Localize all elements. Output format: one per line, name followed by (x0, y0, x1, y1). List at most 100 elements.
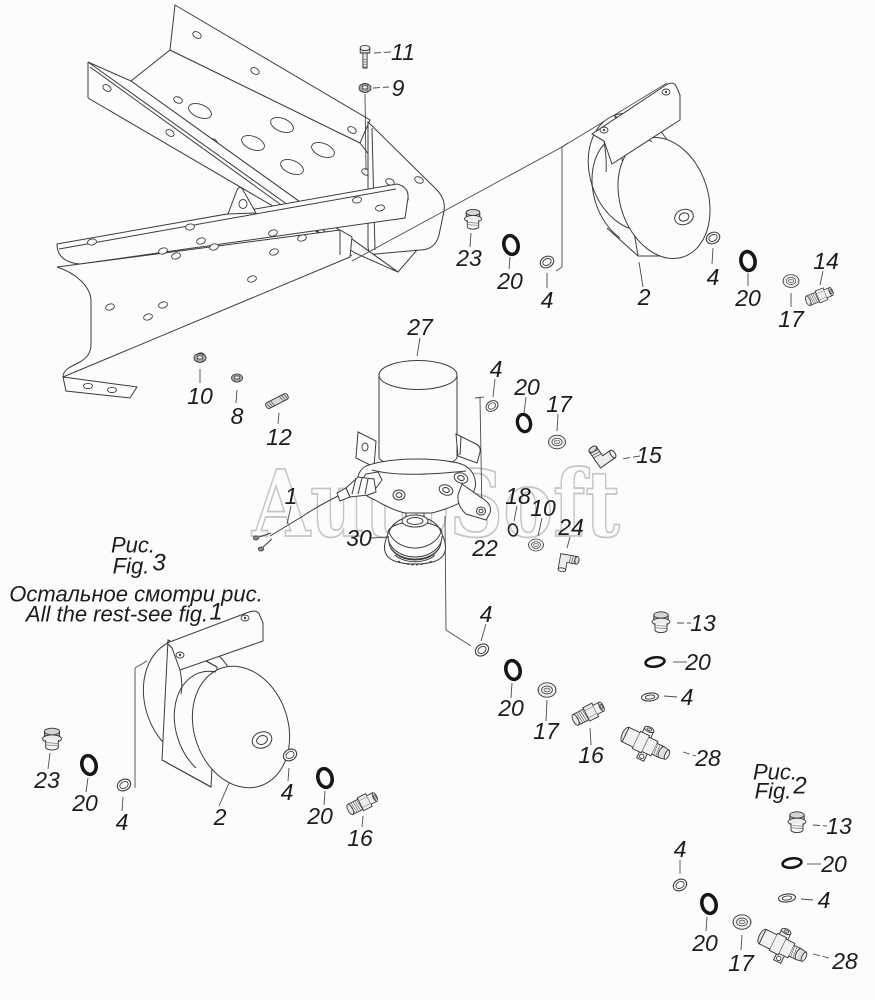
part-label-20: 20 (496, 268, 523, 294)
part-label-4: 4 (541, 287, 554, 313)
part-label-2: 2 (637, 284, 651, 310)
part-label-28: 28 (831, 948, 858, 974)
part-label-16: 16 (578, 742, 604, 768)
washer-icon (777, 892, 797, 904)
part-label-14: 14 (813, 248, 839, 274)
construction-lines (134, 82, 668, 788)
oring-icon (780, 855, 804, 871)
part-label-17: 17 (533, 718, 560, 744)
part-label-12: 12 (266, 424, 292, 450)
part-label-17: 17 (546, 391, 573, 417)
nut-icon (782, 274, 800, 288)
fig2-number: 2 (792, 773, 806, 800)
washer-icon (670, 876, 690, 894)
elbow-fitting-icon (557, 553, 581, 575)
part-label-4: 4 (818, 887, 831, 913)
oring-icon (313, 765, 337, 791)
air-dryer-drawing (252, 360, 491, 566)
part-label-20: 20 (497, 695, 524, 721)
stud-icon (264, 392, 290, 410)
lower-channel-bracket-drawing (56, 183, 409, 399)
part-label-30: 30 (346, 525, 372, 551)
part-label-4: 4 (490, 356, 503, 382)
part-label-4: 4 (681, 684, 694, 710)
oring-icon (697, 891, 721, 917)
oring-icon (737, 248, 759, 274)
part-label-10: 10 (187, 383, 213, 409)
note-en: All the rest-see fig. (24, 602, 208, 627)
part-label-17: 17 (778, 306, 805, 332)
oring-icon (643, 654, 667, 670)
fig3-number: 3 (152, 550, 166, 577)
part-label-20: 20 (513, 374, 540, 400)
washer-icon (528, 538, 544, 552)
nut-icon (548, 434, 566, 450)
part-label-17: 17 (728, 950, 755, 976)
part-label-1: 1 (285, 483, 298, 509)
nut-icon (732, 914, 752, 930)
oring-icon (501, 657, 525, 683)
part-label-13: 13 (690, 610, 716, 636)
part-label-20: 20 (691, 930, 718, 956)
nut-icon (231, 373, 243, 383)
note-number: 1 (209, 599, 222, 626)
washer-icon (640, 691, 660, 703)
part-label-13: 13 (826, 813, 852, 839)
fitting-icon (569, 698, 608, 729)
oring-icon (513, 411, 535, 435)
washer-icon (483, 397, 501, 415)
part-label-20: 20 (306, 803, 333, 829)
reservoir-top-drawing (587, 82, 711, 260)
leader-lines (47, 51, 830, 959)
washer-icon (537, 253, 557, 271)
washer-icon (472, 640, 492, 660)
part-label-11: 11 (391, 39, 415, 65)
part-label-28: 28 (694, 745, 721, 771)
washer-icon (114, 776, 134, 794)
nut-icon (358, 83, 372, 93)
part-label-23: 23 (33, 767, 60, 793)
nut-icon (537, 682, 557, 698)
part-label-27: 27 (406, 314, 434, 340)
plug-icon (42, 727, 62, 751)
fig2-label-en: Fig. (755, 779, 792, 804)
part-label-4: 4 (674, 836, 687, 862)
part-label-10: 10 (530, 495, 556, 521)
plug-icon (651, 611, 671, 634)
part-label-4: 4 (707, 264, 720, 290)
plug-icon (464, 208, 482, 230)
fig3-label-en: Fig. (113, 554, 150, 579)
part-label-8: 8 (231, 403, 244, 429)
part-label-20: 20 (684, 649, 711, 675)
part-label-4: 4 (281, 779, 294, 805)
bolt-icon (359, 44, 371, 69)
part-label-4: 4 (480, 601, 493, 627)
drain-valve-icon (752, 918, 814, 973)
fitting-icon (344, 789, 381, 818)
fig2-label-ru: Рис. (753, 760, 797, 785)
drain-valve-icon (615, 716, 677, 771)
part-label-4: 4 (116, 809, 129, 835)
part-label-9: 9 (392, 75, 405, 101)
part-label-16: 16 (347, 825, 373, 851)
oring-icon (77, 752, 101, 778)
part-label-20: 20 (71, 790, 98, 816)
note-ru: Остальное смотри рис. (9, 582, 262, 607)
plug-icon (787, 811, 807, 834)
part-label-22: 22 (471, 535, 498, 561)
part-label-20: 20 (734, 285, 761, 311)
reservoir-bottom-drawing (142, 610, 291, 789)
part-label-24: 24 (557, 514, 584, 540)
part-label-2: 2 (213, 804, 227, 830)
nut-icon (193, 353, 207, 363)
part-label-23: 23 (455, 245, 482, 271)
oring-icon (499, 232, 523, 258)
part-label-18: 18 (505, 483, 531, 509)
fitting-icon (803, 284, 836, 308)
part-label-15: 15 (636, 442, 662, 468)
part-label-20: 20 (820, 851, 847, 877)
captions: Рис. Fig. 3 Остальное смотри рис. All th… (9, 533, 806, 804)
